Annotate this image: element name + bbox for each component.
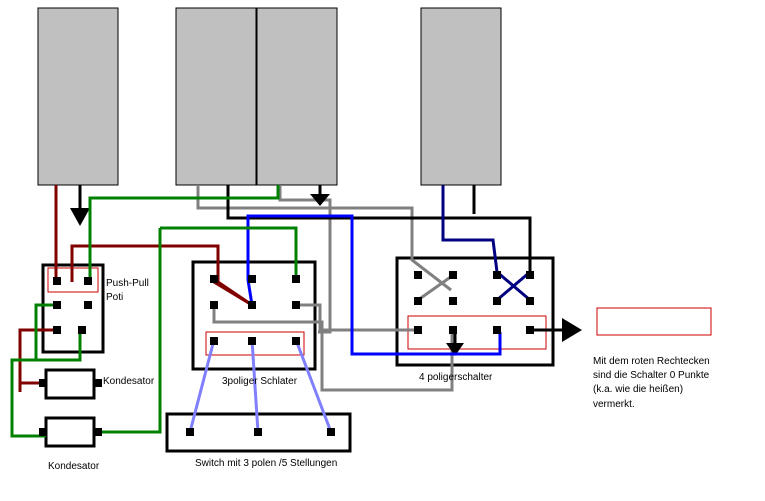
note-line-3: (k.a. wie die heißen) — [593, 384, 683, 395]
terminal — [292, 301, 300, 309]
gray-wire-three-pole-left — [212, 305, 454, 392]
terminal — [210, 337, 218, 345]
gray-wire-pickup-2 — [196, 185, 452, 292]
zero-marker-three-pole — [205, 331, 305, 356]
terminal — [39, 379, 47, 387]
lavender-wire-3 — [294, 339, 333, 433]
terminal — [493, 326, 501, 334]
ground-arrow-1 — [70, 208, 90, 226]
terminal — [526, 271, 534, 279]
output-arrow — [562, 318, 582, 342]
pickup-1 — [37, 7, 119, 186]
capacitor-top — [44, 368, 96, 400]
terminal — [449, 297, 457, 305]
note-line-2: sind die Schalter 0 Punkte — [593, 370, 710, 381]
lavender-wire-1 — [188, 339, 216, 433]
terminal — [414, 297, 422, 305]
terminal — [292, 337, 300, 345]
terminal — [84, 301, 92, 309]
terminal — [94, 428, 102, 436]
zero-marker-four-pole — [407, 315, 547, 350]
capacitor-bottom — [44, 416, 96, 448]
navy-wire-1 — [441, 185, 531, 302]
gray-wire-pickup-3 — [278, 185, 332, 334]
terminal — [449, 326, 457, 334]
terminal — [248, 275, 256, 283]
terminal — [292, 275, 300, 283]
red-wire-cap-top — [18, 328, 56, 385]
four-pole-label: 4 poligerschalter — [419, 372, 493, 383]
pickup-2 — [175, 7, 257, 186]
green-wire-top-switch — [160, 226, 298, 278]
terminal — [493, 297, 501, 305]
capacitor-top-label: Kondesator — [103, 376, 155, 387]
ground-arrow-2 — [310, 194, 330, 206]
navy-wire-2 — [496, 270, 531, 302]
green-wire-pickup-3 — [88, 185, 280, 282]
poti-label: Poti — [106, 292, 123, 303]
black-wire-pickup-2 — [226, 185, 532, 275]
terminal — [414, 271, 422, 279]
terminal — [53, 301, 61, 309]
terminal — [210, 275, 218, 283]
terminal — [248, 301, 256, 309]
three-pole-label: 3poliger Schlater — [222, 376, 298, 387]
terminal — [39, 428, 47, 436]
gray-wire-three-pole-right — [296, 303, 418, 332]
terminal — [414, 326, 422, 334]
ground-arrow-3 — [446, 343, 464, 356]
capacitor-bottom-label: Kondesator — [48, 461, 100, 472]
terminal — [449, 271, 457, 279]
red-wire-switch-inner — [213, 280, 253, 307]
note-line-4: vermerkt. — [593, 399, 635, 410]
push-pull-label: Push-Pull — [106, 278, 149, 289]
green-wire-to-cap — [96, 228, 162, 434]
green-wire-poti-left — [10, 303, 56, 438]
terminal — [84, 277, 92, 285]
green-wire-cap-link — [36, 330, 82, 362]
terminal — [53, 277, 61, 285]
terminal — [254, 428, 262, 436]
terminal — [186, 428, 194, 436]
terminal — [526, 326, 534, 334]
switch-bottom-label: Switch mit 3 polen /5 Stellungen — [195, 458, 337, 469]
terminal — [78, 326, 86, 334]
terminal — [53, 326, 61, 334]
terminal — [94, 379, 102, 387]
terminal — [327, 428, 335, 436]
pickup-4 — [420, 7, 502, 186]
terminal — [210, 301, 218, 309]
terminal — [526, 297, 534, 305]
terminal — [493, 271, 501, 279]
pickup-3 — [256, 7, 338, 186]
zero-marker-legend — [596, 307, 712, 336]
terminal — [248, 337, 256, 345]
note-line-1: Mit dem roten Rechtecken — [593, 356, 710, 367]
lavender-wire-2 — [250, 339, 260, 433]
gray-wire-four-pole-cross — [417, 274, 453, 302]
